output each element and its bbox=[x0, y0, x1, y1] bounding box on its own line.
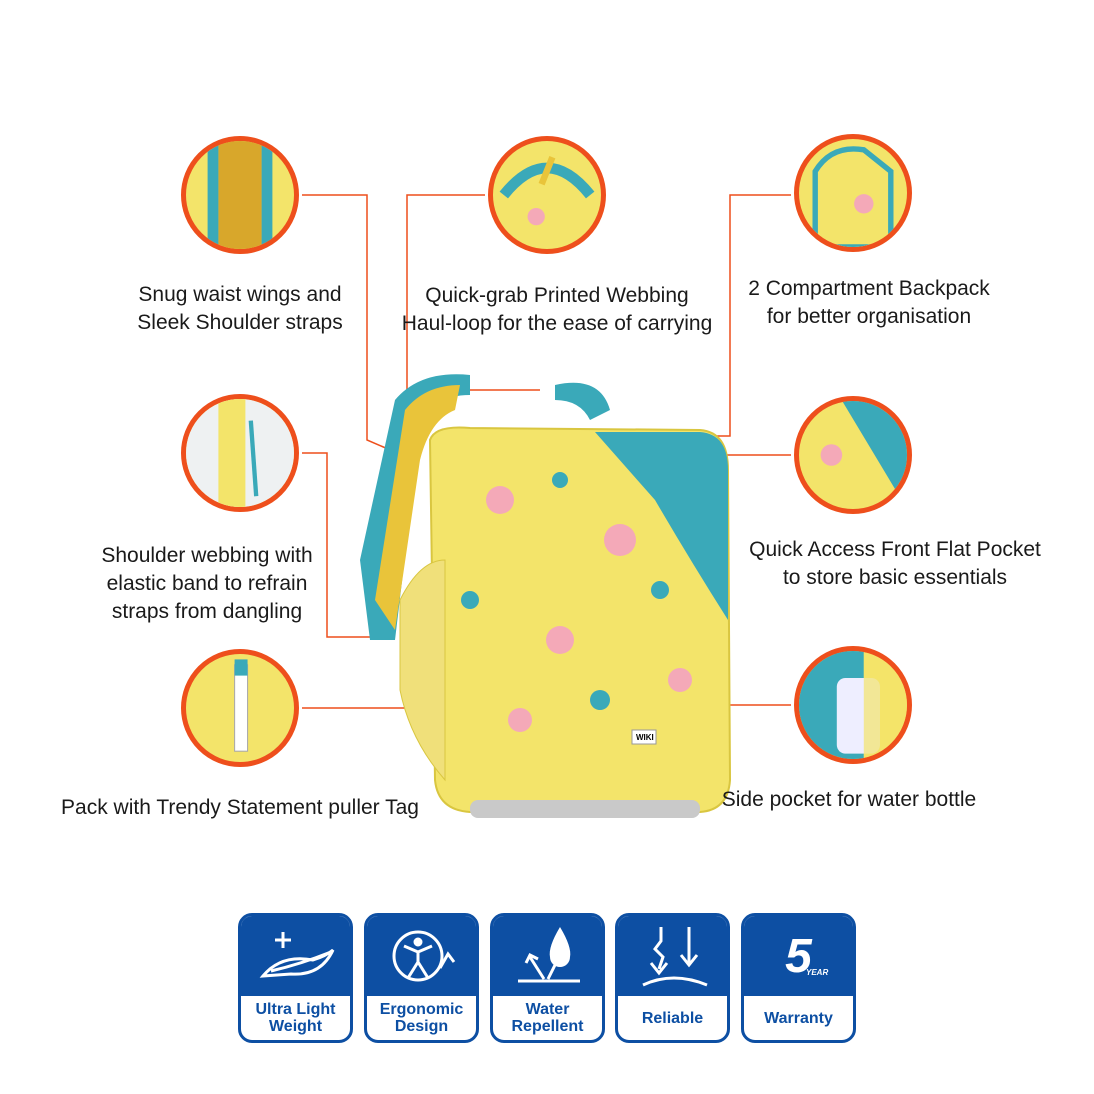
arrows-down-icon bbox=[641, 927, 708, 987]
caption-puller-tag: Pack with Trendy Statement puller Tag bbox=[61, 796, 419, 819]
detail-circle-side-pocket bbox=[794, 646, 912, 764]
detail-circle-shoulder-webbing bbox=[181, 394, 299, 512]
caption-side-pocket: Side pocket for water bottle bbox=[721, 788, 977, 811]
detail-circle-waist-wings bbox=[181, 136, 299, 254]
badge-reliable: Reliable bbox=[615, 913, 730, 1043]
brand-logo: WIKI bbox=[636, 733, 654, 742]
backpack-illustration bbox=[360, 374, 732, 818]
detail-circle-haul-loop bbox=[488, 136, 606, 254]
detail-circle-compartments bbox=[794, 134, 912, 252]
feather-plus-icon bbox=[259, 932, 334, 978]
five-year-icon: 5 bbox=[785, 929, 812, 983]
detail-circle-front-pocket bbox=[794, 396, 912, 514]
detail-circle-puller-tag bbox=[181, 649, 299, 767]
water-drop-icon bbox=[517, 927, 580, 983]
ergonomic-person-icon bbox=[392, 930, 455, 982]
year-label: YEAR bbox=[806, 968, 829, 977]
